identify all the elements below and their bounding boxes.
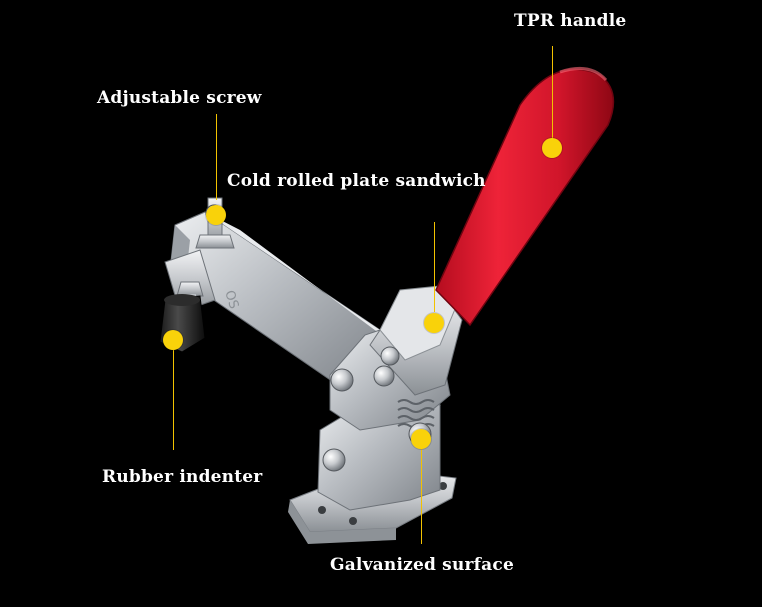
leader-line-tpr-handle: [552, 46, 553, 141]
marker-dot-adjustable-screw: [206, 205, 226, 225]
svg-text:OS: OS: [221, 289, 241, 311]
leader-line-rubber-indenter: [173, 350, 174, 450]
leader-line-galvanized-surface: [421, 448, 422, 544]
marker-dot-galvanized-surface: [411, 429, 431, 449]
marker-dot-rubber-indenter: [163, 330, 183, 350]
leader-line-cold-rolled-plate: [434, 222, 435, 312]
red-handle: [435, 66, 615, 327]
label-rubber-indenter: Rubber indenter: [102, 467, 263, 487]
marker-dot-cold-rolled-plate: [424, 313, 444, 333]
label-tpr-handle: TPR handle: [514, 11, 627, 31]
label-adjustable-screw: Adjustable screw: [97, 88, 262, 108]
label-galvanized-surface: Galvanized surface: [330, 555, 514, 575]
label-cold-rolled-plate: Cold rolled plate sandwich: [227, 171, 486, 191]
marker-dot-tpr-handle: [542, 138, 562, 158]
leader-line-adjustable-screw: [216, 114, 217, 200]
